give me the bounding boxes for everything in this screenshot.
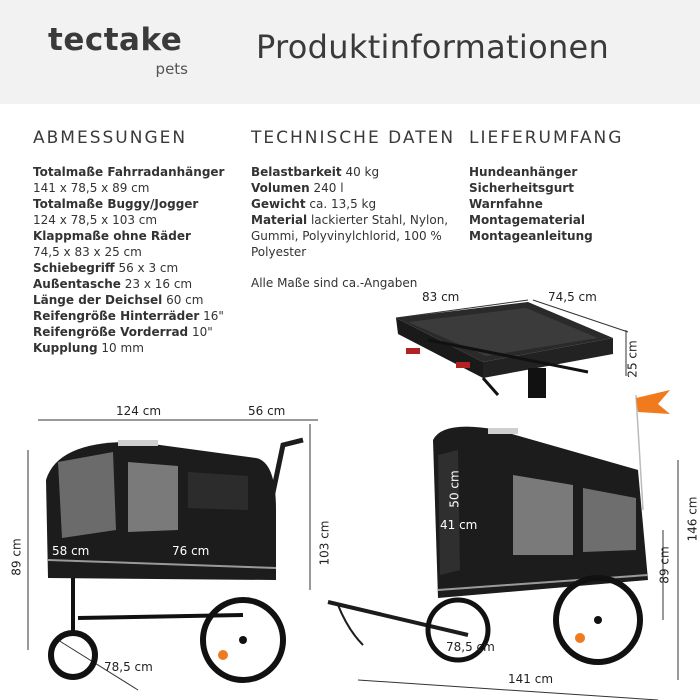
buggy-inner-a-label: 58 cm <box>52 544 90 558</box>
list-line-bold: Sicherheitsgurt <box>469 181 574 195</box>
list-line: Hundeanhänger <box>469 164 593 180</box>
brand-logo: tectake pets <box>48 22 188 82</box>
list-line: Länge der Deichsel 60 cm <box>33 292 224 308</box>
buggy-width-label: 78,5 cm <box>104 660 153 674</box>
list-line-text: 23 x 16 cm <box>120 277 193 291</box>
list-line: Belastbarkeit 40 kg <box>251 164 448 180</box>
list-line-bold: Reifengröße Vorderrad <box>33 325 189 339</box>
list-line-text: ca. 13,5 kg <box>305 197 377 211</box>
list-line: Material lackierter Stahl, Nylon, <box>251 212 448 228</box>
page-title: Produktinformationen <box>256 28 610 66</box>
list-line-bold: Warnfahne <box>469 197 543 211</box>
header-band <box>0 0 700 104</box>
list-line: Kupplung 10 mm <box>33 340 224 356</box>
list-line-text: 16" <box>199 309 224 323</box>
list-line-text: 141 x 78,5 x 89 cm <box>33 181 150 195</box>
list-line: Totalmaße Buggy/Jogger <box>33 196 224 212</box>
list-line-text: 10 mm <box>97 341 144 355</box>
list-line-text: 56 x 3 cm <box>114 261 179 275</box>
list-line: 141 x 78,5 x 89 cm <box>33 180 224 196</box>
list-line: Schiebegriff 56 x 3 cm <box>33 260 224 276</box>
brand-sub: pets <box>155 60 188 78</box>
list-line-text: Gummi, Polyvinylchlorid, 100 % <box>251 229 442 243</box>
buggy-inner-b-label: 76 cm <box>172 544 210 558</box>
list-line-text: 74,5 x 83 x 25 cm <box>33 245 142 259</box>
brand-name: tectake <box>48 22 183 58</box>
list-line: Außentasche 23 x 16 cm <box>33 276 224 292</box>
trailer-inner-w-label: 41 cm <box>440 518 478 532</box>
list-line-bold: Reifengröße Hinterräder <box>33 309 200 323</box>
bicycle-trailer-photo <box>327 390 679 700</box>
list-line: Montageanleitung <box>469 228 593 244</box>
list-line: Totalmaße Fahrradanhänger <box>33 164 224 180</box>
dimensions-list: Totalmaße Fahrradanhänger 141 x 78,5 x 89… <box>33 164 224 356</box>
folded-trailer-photo <box>395 299 629 398</box>
technical-heading: TECHNISCHE DATEN <box>251 128 456 148</box>
list-line-bold: Außentasche <box>33 277 121 291</box>
trailer-length-label: 141 cm <box>508 672 554 686</box>
approx-note: Alle Maße sind ca.-Angaben <box>251 276 418 290</box>
list-line-bold: Länge der Deichsel <box>33 293 163 307</box>
list-line-text: 40 kg <box>341 165 380 179</box>
list-line-bold: Totalmaße Fahrradanhänger <box>33 165 225 179</box>
trailer-inner-h-label: 50 cm <box>447 470 462 508</box>
folded-height-label: 25 cm <box>625 340 640 378</box>
buggy-length-label: 124 cm <box>116 404 162 418</box>
list-line-bold: Hundeanhänger <box>469 165 578 179</box>
trailer-width-label: 78,5 cm <box>446 640 495 654</box>
list-line-bold: Gewicht <box>251 197 306 211</box>
list-line-bold: Klappmaße ohne Räder <box>33 229 191 243</box>
list-line-bold: Volumen <box>251 181 310 195</box>
list-line-bold: Schiebegriff <box>33 261 115 275</box>
buggy-height-left-label: 89 cm <box>9 538 24 576</box>
list-line: 74,5 x 83 x 25 cm <box>33 244 224 260</box>
list-line: Volumen 240 l <box>251 180 448 196</box>
list-line: Reifengröße Vorderrad 10" <box>33 324 224 340</box>
list-line: Gummi, Polyvinylchlorid, 100 % <box>251 228 448 244</box>
list-line: Warnfahne <box>469 196 593 212</box>
list-line-text: 60 cm <box>162 293 204 307</box>
list-line-bold: Montageanleitung <box>469 229 593 243</box>
trailer-height-a-label: 89 cm <box>657 546 672 584</box>
buggy-jogger-photo <box>27 419 318 691</box>
delivery-heading: LIEFERUMFANG <box>469 128 624 148</box>
list-line: Klappmaße ohne Räder <box>33 228 224 244</box>
list-line-text: Polyester <box>251 245 307 259</box>
folded-width-label: 74,5 cm <box>548 290 597 304</box>
trailer-height-b-label: 146 cm <box>685 496 700 542</box>
list-line-bold: Material <box>251 213 308 227</box>
list-line-text: 240 l <box>309 181 344 195</box>
list-line-text: 124 x 78,5 x 103 cm <box>33 213 158 227</box>
list-line-bold: Belastbarkeit <box>251 165 342 179</box>
list-line-text: 10" <box>188 325 213 339</box>
list-line-text: lackierter Stahl, Nylon, <box>307 213 449 227</box>
list-line: 124 x 78,5 x 103 cm <box>33 212 224 228</box>
list-line: Reifengröße Hinterräder 16" <box>33 308 224 324</box>
list-line-bold: Kupplung <box>33 341 98 355</box>
folded-depth-label: 83 cm <box>422 290 460 304</box>
list-line: Sicherheitsgurt <box>469 180 593 196</box>
dimensions-heading: ABMESSUNGEN <box>33 128 188 148</box>
list-line: Gewicht ca. 13,5 kg <box>251 196 448 212</box>
list-line-bold: Montagematerial <box>469 213 586 227</box>
list-line-bold: Totalmaße Buggy/Jogger <box>33 197 199 211</box>
list-line: Polyester <box>251 244 448 260</box>
handle-label: 56 cm <box>248 404 286 418</box>
list-line: Montagematerial <box>469 212 593 228</box>
